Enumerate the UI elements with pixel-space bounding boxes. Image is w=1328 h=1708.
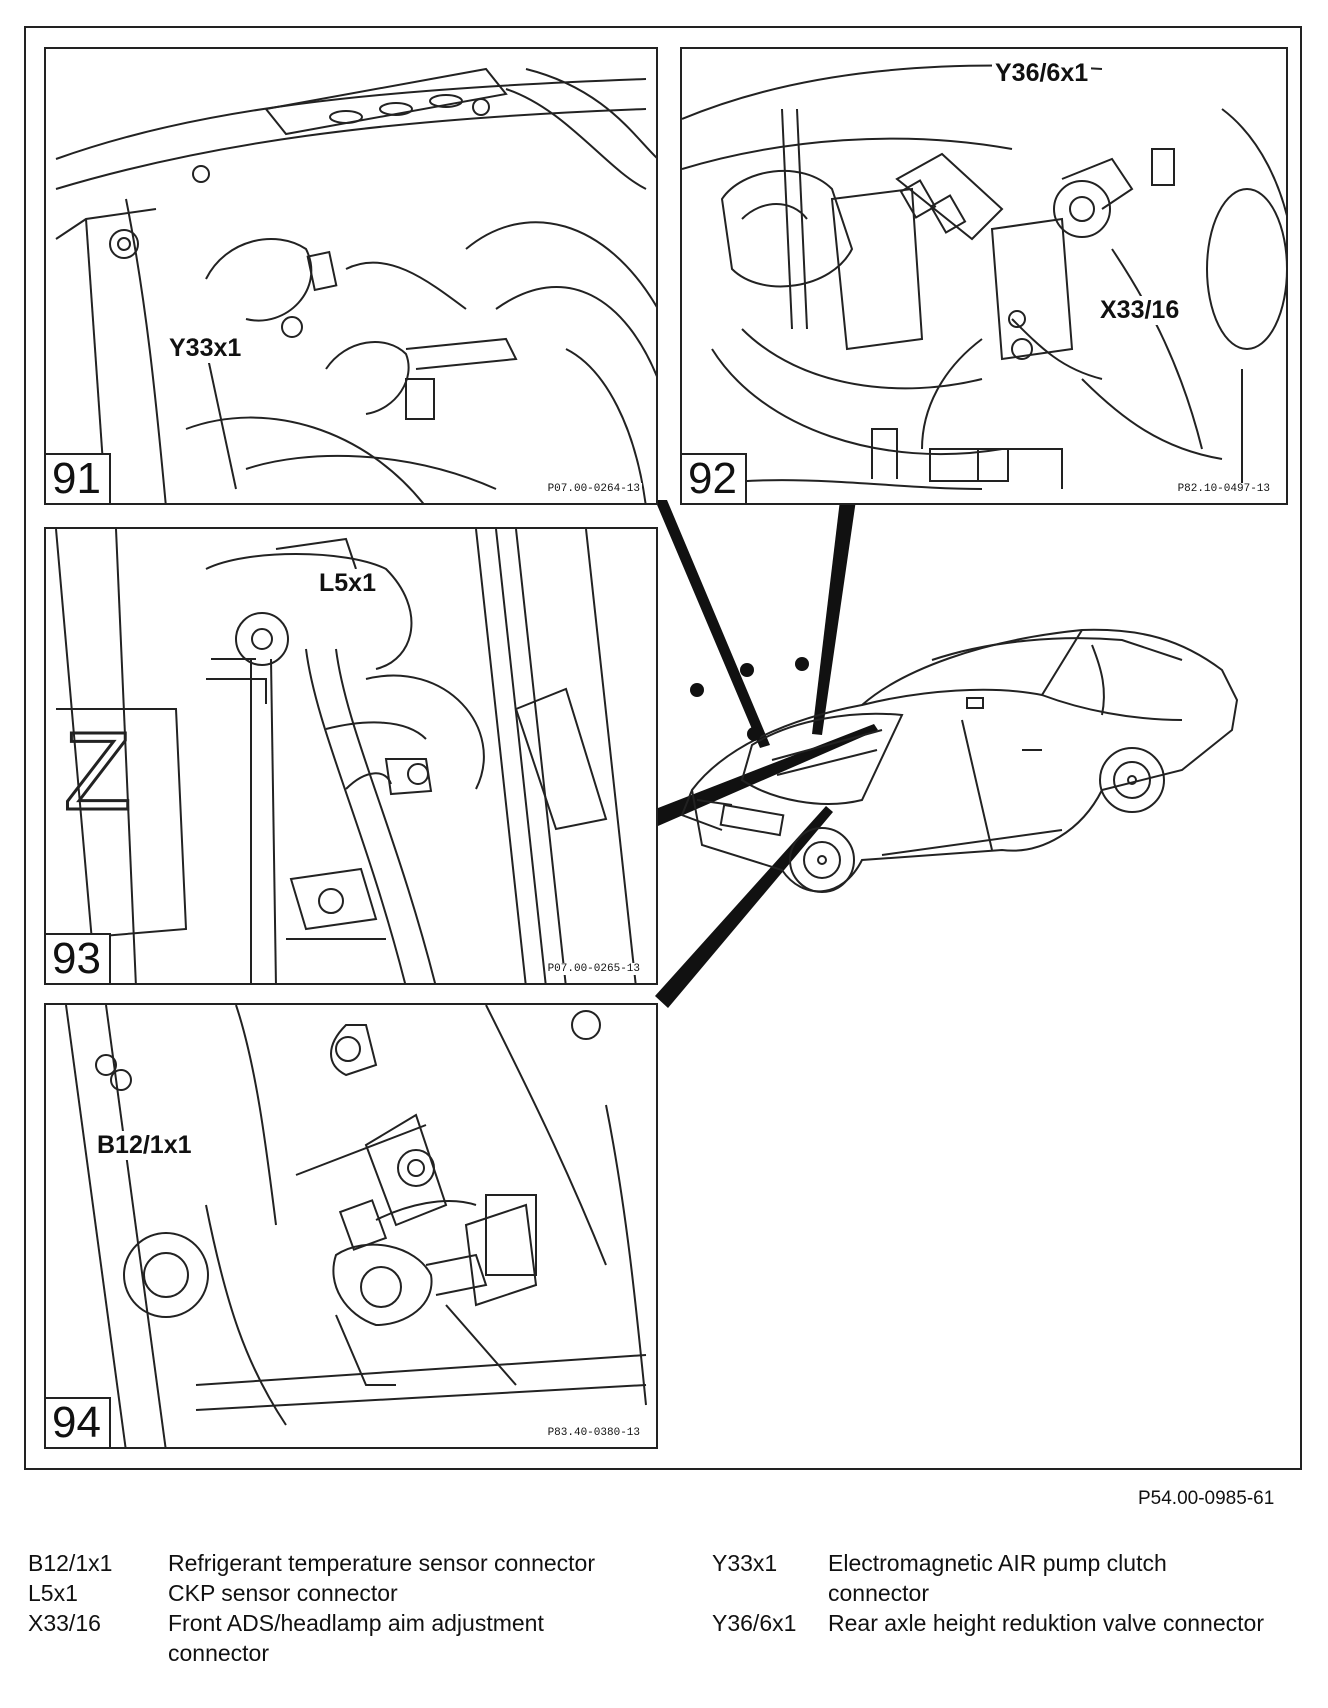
legend-desc: Refrigerant temperature sensor connector bbox=[168, 1550, 595, 1576]
leader-93 bbox=[658, 724, 878, 826]
legend-code: Y36/6x1 bbox=[712, 1610, 797, 1636]
car-illustration bbox=[680, 628, 1239, 893]
legend-code: X33/16 bbox=[28, 1610, 101, 1636]
panel-code: P82.10-0497-13 bbox=[1175, 483, 1272, 495]
legend-item: L5x1 CKP sensor connector bbox=[28, 1578, 598, 1608]
legend-code: L5x1 bbox=[28, 1580, 78, 1606]
legend-code: B12/1x1 bbox=[28, 1550, 113, 1576]
legend-item: Y36/6x1 Rear axle height reduktion valve… bbox=[712, 1608, 1268, 1638]
callout-y36-6x1: Y36/6x1 bbox=[992, 59, 1092, 88]
callout-l5x1: L5x1 bbox=[316, 569, 379, 598]
legend-item: Y33x1 Electromagnetic AIR pump clutch co… bbox=[712, 1548, 1268, 1608]
callout-b12-1x1: B12/1x1 bbox=[94, 1131, 195, 1160]
legend-desc: CKP sensor connector bbox=[168, 1580, 398, 1606]
legend-desc: Rear axle height reduktion valve connect… bbox=[828, 1610, 1264, 1636]
panel-code: P07.00-0265-13 bbox=[545, 963, 642, 975]
panel-91-drawing bbox=[55, 67, 656, 503]
legend-desc: Front ADS/headlamp aim adjustment connec… bbox=[168, 1610, 544, 1666]
legend-left: B12/1x1 Refrigerant temperature sensor c… bbox=[28, 1548, 598, 1668]
legend-right: Y33x1 Electromagnetic AIR pump clutch co… bbox=[712, 1548, 1268, 1638]
callout-y33x1: Y33x1 bbox=[166, 334, 245, 363]
panel-number: 92 bbox=[682, 453, 747, 503]
panel-94: B12/1x1 94 P83.40-0380-13 bbox=[44, 1003, 658, 1449]
legend-item: X33/16 Front ADS/headlamp aim adjustment… bbox=[28, 1608, 598, 1668]
legend-code: Y33x1 bbox=[712, 1550, 778, 1576]
leader-94 bbox=[655, 806, 833, 1008]
panel-93-drawing: Z bbox=[55, 529, 637, 983]
panel-92-drawing bbox=[682, 64, 1286, 490]
callout-x33-16: X33/16 bbox=[1097, 296, 1183, 325]
panel-91: Y33x1 91 P07.00-0264-13 bbox=[44, 47, 658, 505]
panel-92: Y36/6x1 X33/16 92 P82.10-0497-13 bbox=[680, 47, 1288, 505]
legend-desc: Electromagnetic AIR pump clutch connecto… bbox=[828, 1550, 1167, 1606]
panel-94-drawing bbox=[65, 1005, 647, 1447]
panel-number: 94 bbox=[46, 1397, 111, 1447]
panel-93: Z L5x1 93 P07.00-0265-13 bbox=[44, 527, 658, 985]
leader-91 bbox=[655, 500, 770, 748]
panel-code: P07.00-0264-13 bbox=[545, 483, 642, 495]
leader-92 bbox=[812, 500, 856, 735]
panel-code: P83.40-0380-13 bbox=[545, 1427, 642, 1439]
figure-code: P54.00-0985-61 bbox=[1138, 1488, 1275, 1509]
legend-item: B12/1x1 Refrigerant temperature sensor c… bbox=[28, 1548, 598, 1578]
panel-number: 91 bbox=[46, 453, 111, 503]
figure-frame bbox=[24, 26, 1302, 1470]
panel-number: 93 bbox=[46, 933, 111, 983]
badge-letter: Z bbox=[64, 710, 131, 833]
